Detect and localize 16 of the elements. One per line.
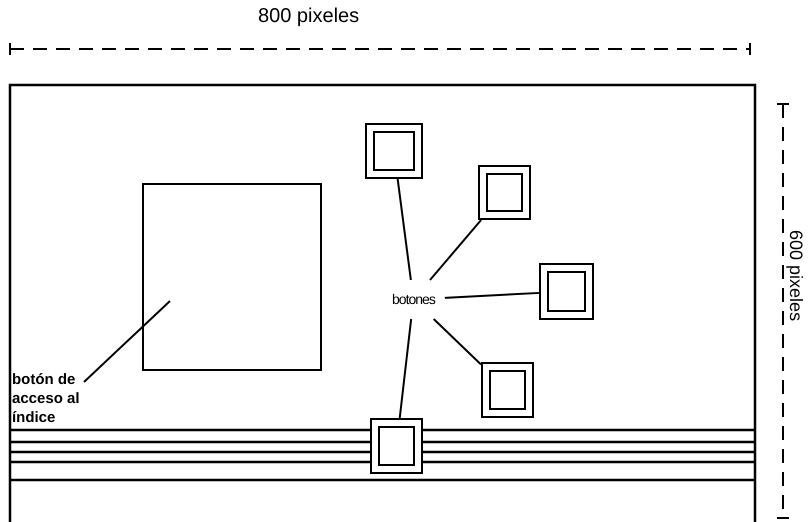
button-frame [365, 123, 423, 179]
index-access-button [142, 183, 322, 371]
connector-line [398, 318, 412, 418]
connector-line [433, 318, 482, 366]
connector-line [429, 219, 482, 281]
button-frame [478, 165, 531, 220]
dimension-label: 600 pixeles [785, 230, 806, 322]
connector-line [444, 292, 540, 299]
leader-line [83, 300, 171, 383]
button-frame [539, 263, 594, 320]
button-frame [481, 362, 534, 418]
callout-label: botones [382, 280, 445, 319]
button-frame [370, 418, 423, 474]
connector-line [396, 178, 412, 280]
dimension-label: 800 pixeles [258, 5, 360, 28]
callout-label: botón de acceso al índice [12, 370, 108, 427]
